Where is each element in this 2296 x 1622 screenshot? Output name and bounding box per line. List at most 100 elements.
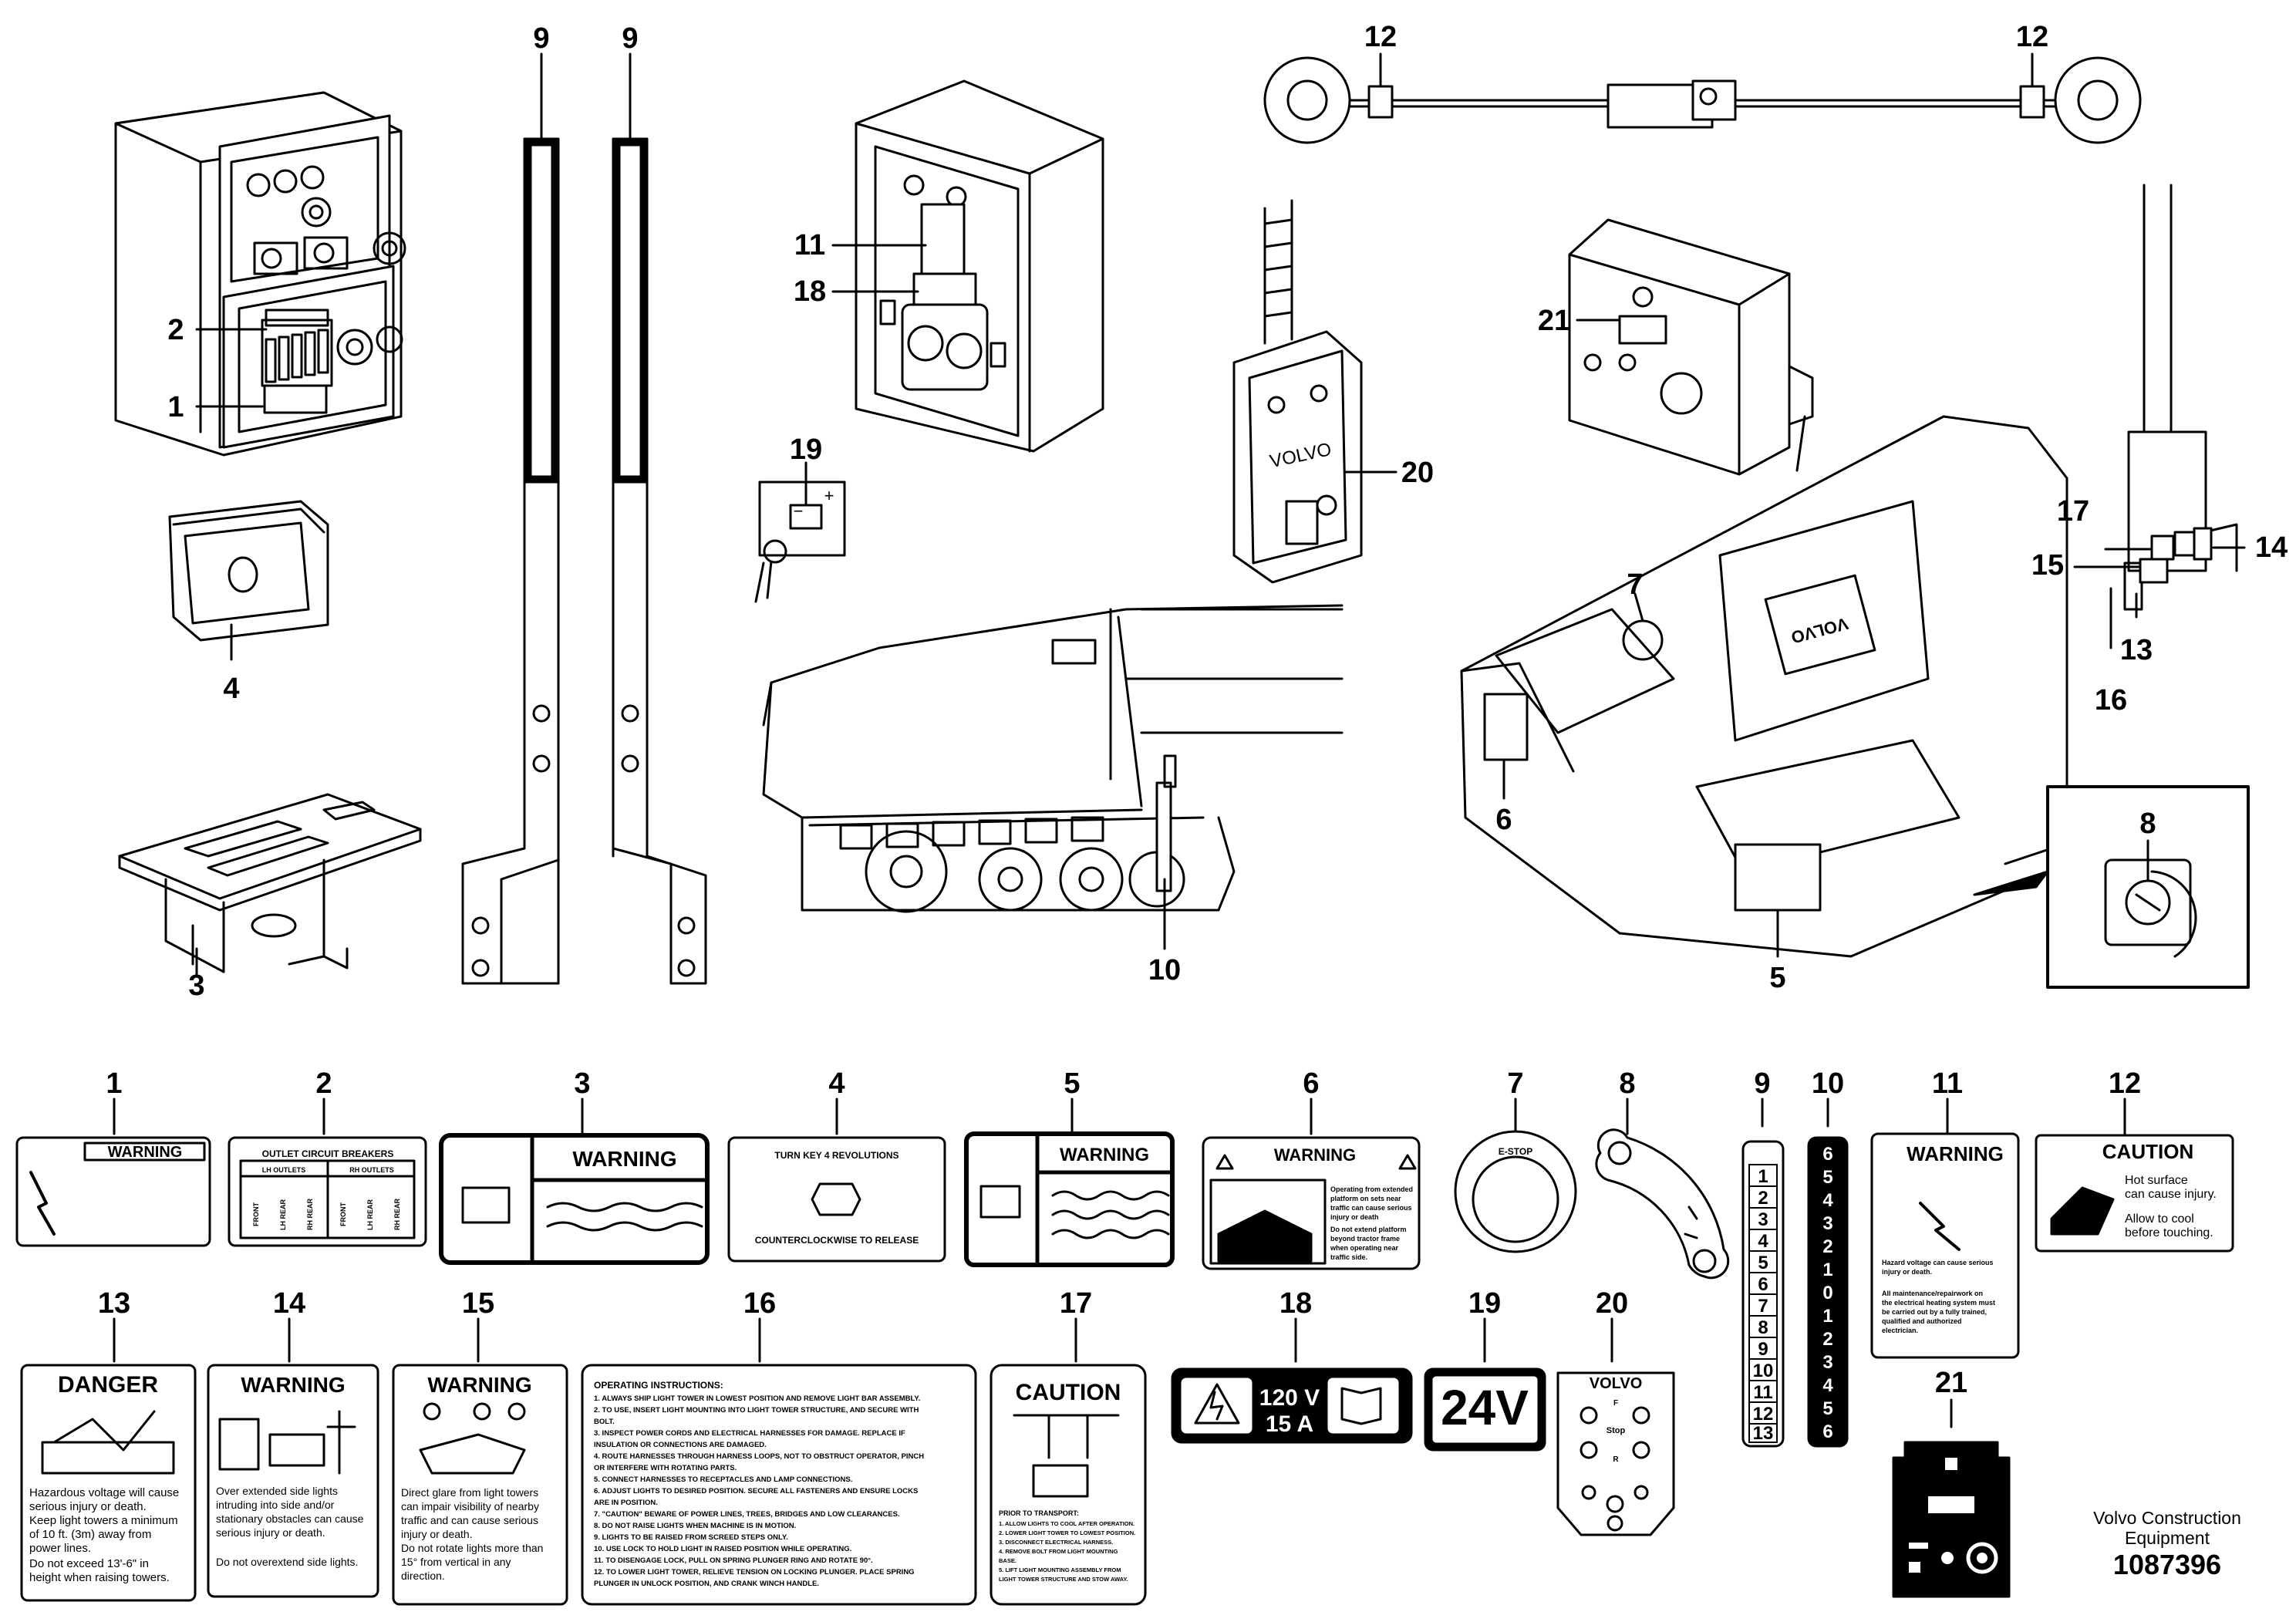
decal-16-line: PLUNGER IN UNLOCK POSITION, AND CRANK WI… <box>594 1580 819 1588</box>
decal-6-line-5: Do not extend platform <box>1330 1226 1407 1233</box>
callout-9b: 9 <box>622 22 638 55</box>
callout-18: 18 <box>794 275 826 308</box>
callout-2: 2 <box>167 314 184 346</box>
svg-text:0: 0 <box>1822 1283 1832 1303</box>
decal-12-line-5: before touching. <box>2125 1226 2213 1239</box>
decal-callout-2: 2 <box>315 1067 332 1100</box>
decal-14-header: WARNING <box>241 1373 345 1397</box>
decal-9-strip: 1 2 3 4 5 6 7 8 9 10 11 12 13 <box>1748 1164 1778 1444</box>
svg-text:6: 6 <box>1822 1144 1832 1165</box>
decal-16-line: 12. TO LOWER LIGHT TOWER, RELIEVE TENSIO… <box>594 1568 915 1576</box>
svg-text:13: 13 <box>1753 1423 1774 1444</box>
decal-13-line-3: Keep light towers a minimum <box>29 1514 178 1527</box>
decal-16-line: 11. TO DISENGAGE LOCK, PULL ON SPRING PL… <box>594 1556 873 1565</box>
pendant-illustration <box>1232 199 1363 584</box>
callout-13: 13 <box>2120 634 2153 666</box>
decal-15-line-7: direction. <box>401 1570 445 1582</box>
decal-17-line: BASE. <box>999 1557 1017 1564</box>
decal-15-header: WARNING <box>427 1373 531 1397</box>
upright-bars-illustration <box>461 137 707 985</box>
decal-16-line: INSULATION OR CONNECTIONS ARE DAMAGED. <box>594 1441 767 1449</box>
decal-16-line: 2. TO USE, INSERT LIGHT MOUNTING INTO LI… <box>594 1406 919 1415</box>
decal-10-scale: 6 5 4 3 2 1 0 1 2 3 4 5 6 <box>1822 1144 1833 1442</box>
decal-2-col-6: RH REAR <box>393 1198 401 1230</box>
decal-callout-17: 17 <box>1060 1287 1092 1320</box>
callout-1: 1 <box>167 391 184 423</box>
callout-12b: 12 <box>2016 21 2048 53</box>
paver-illustration <box>762 604 1344 913</box>
decal-callout-10: 10 <box>1812 1067 1844 1100</box>
decal-13-line-4: of 10 ft. (3m) away from <box>29 1528 151 1541</box>
svg-text:6: 6 <box>1822 1421 1832 1442</box>
cover-illustration <box>168 500 329 642</box>
decal-20-reverse: R <box>1613 1455 1619 1464</box>
decal-17-line: 5. LIFT LIGHT MOUNTING ASSEMBLY FROM <box>999 1566 1121 1573</box>
decal-callout-18: 18 <box>1279 1287 1312 1320</box>
decal-16-line: 5. CONNECT HARNESSES TO RECEPTACLES AND … <box>594 1475 852 1484</box>
decal-3-header: WARNING <box>572 1147 676 1171</box>
decal-16-line: 9. LIGHTS TO BE RAISED FROM SCREED STEPS… <box>594 1533 788 1542</box>
decal-6-line-8: traffic side. <box>1330 1253 1367 1261</box>
decal-15-line-5: Do not rotate lights more than <box>401 1542 543 1554</box>
decal-callout-6: 6 <box>1303 1067 1319 1100</box>
decal-2-group-lh: LH OUTLETS <box>262 1166 306 1174</box>
decal-callout-1: 1 <box>106 1067 122 1100</box>
decal-13-line-2: serious injury or death. <box>29 1500 147 1513</box>
decal-15-line-3: traffic and can cause serious <box>401 1514 538 1526</box>
svg-text:5: 5 <box>1758 1253 1768 1273</box>
decal-callout-5: 5 <box>1064 1067 1080 1100</box>
decal-11-line-7: electrician. <box>1882 1327 1918 1334</box>
decal-6-line-2: platform on sets near <box>1330 1195 1401 1202</box>
decal-17-line: LIGHT TOWER STRUCTURE AND STOW AWAY. <box>999 1576 1128 1583</box>
decal-callout-14: 14 <box>273 1287 305 1320</box>
decal-callout-19: 19 <box>1468 1287 1501 1320</box>
svg-text:4: 4 <box>1822 1190 1833 1211</box>
decal-11-line-3: All maintenance/repairwork on <box>1882 1290 1983 1297</box>
decal-13-header: DANGER <box>58 1372 158 1398</box>
decal-4-bottom: COUNTERCLOCKWISE TO RELEASE <box>755 1235 919 1246</box>
decal-16-line: ARE IN POSITION. <box>594 1499 658 1507</box>
decal-2-col-2: LH REAR <box>279 1199 287 1230</box>
decal-callout-7: 7 <box>1507 1067 1523 1100</box>
svg-text:6: 6 <box>1758 1274 1768 1295</box>
decal-4-top: TURN KEY 4 REVOLUTIONS <box>774 1150 899 1161</box>
document-number: 1087396 <box>2112 1549 2222 1580</box>
decal-12-line-2: can cause injury. <box>2125 1188 2217 1201</box>
decal-6-line-6: beyond tractor frame <box>1330 1235 1400 1243</box>
callout-15: 15 <box>2031 549 2064 582</box>
decal-15-line-1: Direct glare from light towers <box>401 1486 538 1499</box>
svg-text:2: 2 <box>1822 1236 1832 1257</box>
decal-15-line-2: can impair visibility of nearby <box>401 1500 539 1512</box>
svg-text:1: 1 <box>1822 1259 1832 1280</box>
svg-text:2: 2 <box>1758 1188 1768 1209</box>
decal-20-stop: Stop <box>1607 1426 1626 1435</box>
decal-13-line-5: power lines. <box>29 1542 91 1555</box>
svg-text:12: 12 <box>1753 1404 1774 1425</box>
svg-text:1: 1 <box>1822 1306 1832 1327</box>
decal-callout-3: 3 <box>574 1067 590 1100</box>
svg-text:2: 2 <box>1822 1329 1832 1350</box>
callout-16: 16 <box>2095 684 2127 717</box>
decal-callout-4: 4 <box>828 1067 845 1100</box>
decal-callout-13: 13 <box>98 1287 130 1320</box>
document-credit: Volvo Construction Equipment 1087396 <box>2067 1508 2267 1582</box>
decal-callout-12: 12 <box>2109 1067 2141 1100</box>
decal-17-lines: 1. ALLOW LIGHTS TO COOL AFTER OPERATION.… <box>999 1520 1135 1583</box>
decal-18-voltage: 120 V <box>1259 1385 1320 1411</box>
svg-text:11: 11 <box>1753 1382 1772 1403</box>
decal-17-line: 1. ALLOW LIGHTS TO COOL AFTER OPERATION. <box>999 1520 1135 1527</box>
decal-16-line: OR INTERFERE WITH ROTATING PARTS. <box>594 1464 737 1472</box>
decal-17-header: CAUTION <box>1016 1380 1121 1405</box>
svg-text:4: 4 <box>1822 1375 1833 1396</box>
callout-6: 6 <box>1495 804 1512 836</box>
decal-16-line: 7. "CAUTION" BEWARE OF POWER LINES, TREE… <box>594 1510 900 1519</box>
decal-17-line: 3. DISCONNECT ELECTRICAL HARNESS. <box>999 1539 1113 1546</box>
key-minus-label: − <box>794 501 804 521</box>
decal-7-label: E-STOP <box>1499 1146 1532 1157</box>
decal-13-line-7: height when raising towers. <box>29 1571 170 1584</box>
decal-14-line-6: Do not overextend side lights. <box>216 1556 358 1568</box>
decal-16-line: 10. USE LOCK TO HOLD LIGHT IN RAISED POS… <box>594 1545 851 1553</box>
callout-14: 14 <box>2255 531 2288 564</box>
decal-11-line-2: injury or death. <box>1882 1268 1932 1276</box>
callout-5: 5 <box>1769 962 1785 994</box>
